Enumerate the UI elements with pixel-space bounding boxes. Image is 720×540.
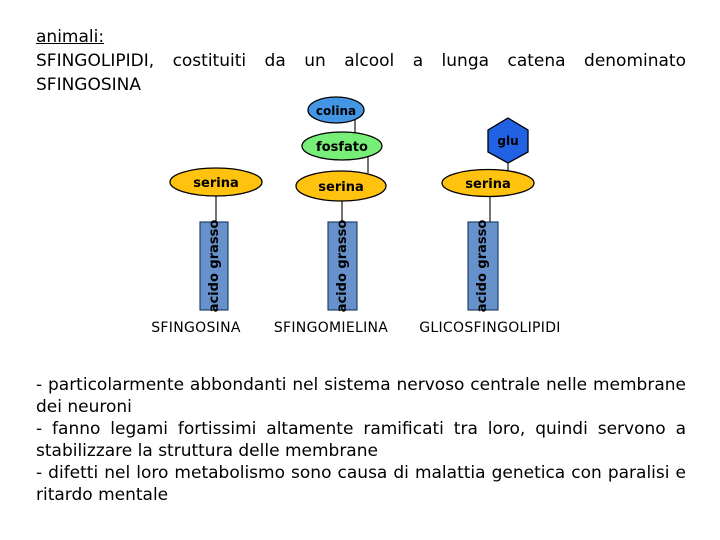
column-label-glicosfingolipidi: GLICOSFINGOLIPIDI: [419, 320, 561, 336]
heading: animali:: [36, 27, 105, 47]
bullet-item: - difetti nel loro metabolismo sono caus…: [36, 463, 686, 505]
serina-label: serina: [465, 177, 510, 192]
fatty-acid-label: acido grasso: [207, 220, 222, 313]
serina-label: serina: [193, 176, 238, 191]
fatty-acid-bar: [199, 221, 229, 311]
bullet-item: - fanno legami fortissimi altamente rami…: [36, 419, 686, 461]
serina-node: [441, 168, 535, 198]
fatty-acid-bar: [327, 221, 358, 311]
serina-node: [295, 170, 387, 202]
glu-label: glu: [497, 134, 518, 148]
fosfato-node: [301, 131, 383, 161]
serina-label: serina: [318, 180, 363, 195]
colina-label: colina: [316, 104, 356, 118]
serina-node: [169, 167, 263, 197]
intro-paragraph: SFINGOLIPIDI, costituiti da un alcool a …: [36, 51, 686, 95]
heading-line: animali:: [36, 25, 686, 49]
fosfato-label: fosfato: [316, 140, 368, 155]
colina-node: [307, 96, 365, 124]
bullet-list: - particolarmente abbondanti nel sistema…: [36, 374, 686, 506]
fatty-acid-label: acido grasso: [475, 220, 490, 313]
bullet-item: - particolarmente abbondanti nel sistema…: [36, 375, 686, 417]
fatty-acid-bar: [467, 221, 499, 311]
column-label-sfingomielina: SFINGOMIELINA: [274, 320, 388, 336]
fatty-acid-label: acido grasso: [335, 220, 350, 313]
column-label-sfingosina: SFINGOSINA: [151, 320, 241, 336]
glu-node: [487, 117, 529, 164]
top-text-block: animali: SFINGOLIPIDI, costituiti da un …: [36, 25, 686, 97]
